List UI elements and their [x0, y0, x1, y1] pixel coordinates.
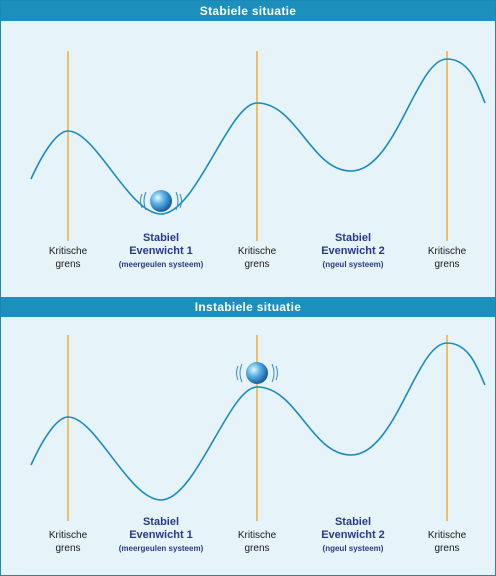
label-sub: (ngeul systeem): [322, 544, 384, 553]
critical-boundary-label-3: Kritische grens: [417, 245, 477, 271]
label-line: Kritische: [48, 530, 88, 541]
label-line: Evenwicht 1: [129, 245, 193, 257]
equilibrium-2-label: Stabiel Evenwicht 2 (ngeul systeem): [293, 516, 413, 555]
label-line: grens: [55, 259, 81, 270]
critical-boundary-label-1: Kritische grens: [38, 245, 98, 271]
label-line: Stabiel: [142, 516, 180, 528]
label-line: grens: [55, 543, 81, 554]
equilibrium-2-label: Stabiel Evenwicht 2 (ngeul systeem): [293, 232, 413, 271]
label-line: Stabiel: [334, 516, 372, 528]
ball-icon: [236, 362, 278, 384]
label-line: grens: [434, 259, 460, 270]
panel-title-unstable: Instabiele situatie: [1, 297, 495, 317]
label-line: Evenwicht 2: [321, 245, 385, 257]
label-line: Evenwicht 2: [321, 529, 385, 541]
critical-boundary-label-2: Kritische grens: [227, 245, 287, 271]
label-line: grens: [244, 259, 270, 270]
equilibrium-1-label: Stabiel Evenwicht 1 (meergeulen systeem): [101, 232, 221, 271]
critical-boundary-label-2: Kritische grens: [227, 529, 287, 555]
critical-boundary-label-3: Kritische grens: [417, 529, 477, 555]
energy-curve: [30, 342, 486, 501]
landscape-unstable: [30, 335, 486, 521]
equilibrium-1-label: Stabiel Evenwicht 1 (meergeulen systeem): [101, 516, 221, 555]
label-sub: (ngeul systeem): [322, 260, 384, 269]
panel-title-stable: Stabiele situatie: [1, 1, 495, 21]
label-line: Kritische: [427, 246, 467, 257]
label-sub: (meergeulen systeem): [118, 260, 204, 269]
label-line: Stabiel: [142, 232, 180, 244]
label-line: grens: [244, 543, 270, 554]
ball-icon: [140, 190, 182, 212]
panel-unstable: Kritische grens Stabiel Evenwicht 1 (mee…: [1, 317, 495, 575]
panel-stable: Kritische grens Stabiel Evenwicht 1 (mee…: [1, 21, 495, 297]
label-line: Kritische: [237, 530, 277, 541]
label-line: grens: [434, 543, 460, 554]
critical-boundary-label-1: Kritische grens: [38, 529, 98, 555]
label-line: Kritische: [48, 246, 88, 257]
landscape-stable: [30, 51, 486, 241]
label-line: Stabiel: [334, 232, 372, 244]
energy-curve: [30, 58, 486, 215]
label-line: Evenwicht 1: [129, 529, 193, 541]
label-line: Kritische: [427, 530, 467, 541]
label-line: Kritische: [237, 246, 277, 257]
label-sub: (meergeulen systeem): [118, 544, 204, 553]
